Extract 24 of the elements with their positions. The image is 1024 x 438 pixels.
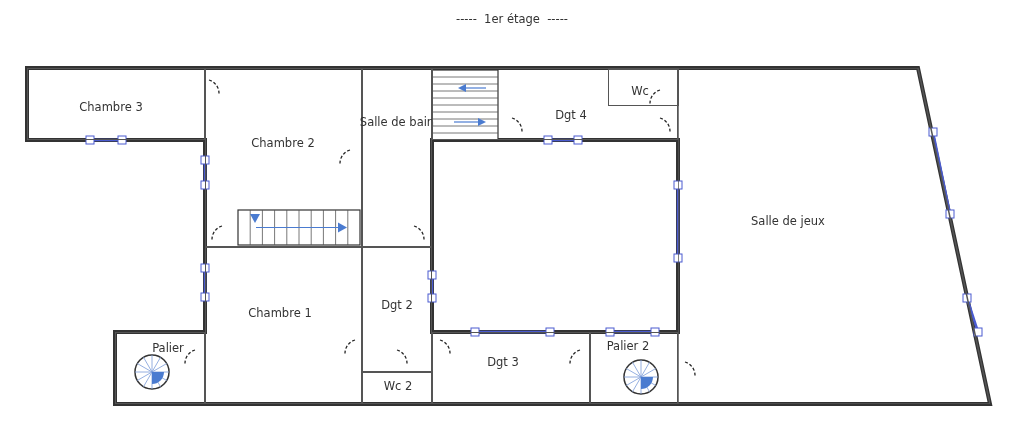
room-label: Chambre 1 [248, 308, 312, 320]
room-area [362, 372, 432, 404]
room-area [432, 68, 678, 140]
room-label: Chambre 3 [79, 102, 143, 114]
room-label: Dgt 2 [381, 300, 413, 312]
room-label: Chambre 2 [251, 138, 315, 150]
room-label: Palier 2 [606, 341, 650, 353]
room-area [590, 332, 678, 404]
room-area [115, 332, 205, 404]
room-label: Wc 2 [383, 381, 413, 393]
room-area [362, 247, 432, 372]
room-label: Dgt 4 [555, 110, 587, 122]
room-label: Palier [152, 343, 184, 355]
room-area [205, 68, 362, 247]
room-area [205, 247, 362, 404]
room-label: Salle de jeux [751, 216, 825, 228]
room-label: Wc [631, 86, 649, 98]
room-area [608, 69, 679, 106]
room-area [362, 68, 432, 247]
room-area [27, 68, 205, 140]
room-area [678, 68, 990, 404]
room-label: Dgt 3 [487, 357, 519, 369]
room-area [432, 332, 590, 404]
floor-title: ----- 1er étage ----- [456, 12, 568, 26]
